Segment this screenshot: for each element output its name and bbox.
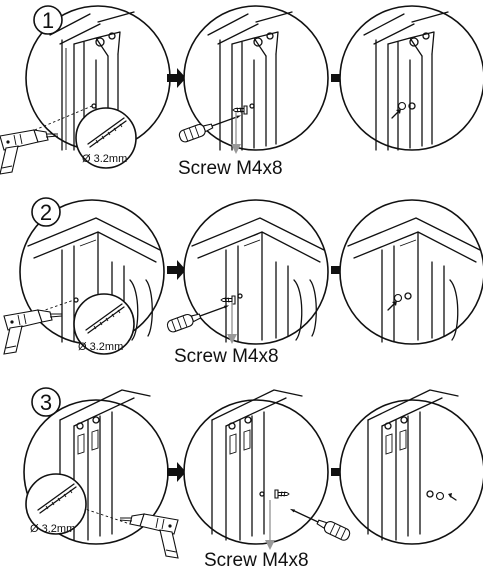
drill-bit-size-label: Ø 3.2mm — [82, 153, 127, 165]
drill-bit-size-label: Ø 3.2mm — [78, 341, 123, 353]
step-number-badge — [33, 5, 63, 35]
drill-bit-bubble: Ø 3.2mm — [75, 107, 137, 169]
step-number-badge — [31, 387, 61, 417]
step-3-panel-fixed — [339, 389, 483, 545]
screw-size-label: Screw M4x8 — [174, 346, 279, 367]
step-3-panel-screw: Screw M4x8 — [183, 389, 353, 571]
step-1: Ø 3.2mm 1 Screw M4x8 — [0, 5, 483, 179]
step-2: Ø 3.2mm 2 Screw M4x8 — [3, 197, 483, 367]
step-3: Ø 3.2mm 3 Screw M4x8 — [23, 387, 483, 571]
step-number: 3 — [40, 390, 52, 415]
step-number: 2 — [40, 200, 52, 225]
step-number-badge — [31, 197, 61, 227]
screw-size-label: Screw M4x8 — [204, 550, 309, 571]
arrow-right-icon — [167, 260, 186, 280]
screw-icon — [393, 293, 403, 303]
step-2-panel-fixed — [339, 199, 483, 345]
power-drill-icon — [0, 129, 59, 175]
step-1-panel-fixed — [339, 5, 483, 151]
step-number: 1 — [42, 8, 54, 33]
arrow-right-icon — [167, 462, 186, 482]
screw-icon — [435, 491, 445, 501]
drill-bit-bubble: Ø 3.2mm — [25, 473, 87, 535]
step-1-panel-drill: Ø 3.2mm 1 — [0, 5, 171, 175]
screw-icon — [397, 101, 407, 111]
step-2-panel-drill: Ø 3.2mm 2 — [3, 197, 165, 355]
screw-size-label: Screw M4x8 — [178, 158, 283, 179]
step-3-panel-drill: Ø 3.2mm 3 — [23, 387, 179, 559]
drill-bit-size-label: Ø 3.2mm — [30, 523, 75, 535]
drill-bit-bubble: Ø 3.2mm — [73, 293, 135, 355]
step-1-panel-screw: Screw M4x8 — [177, 5, 329, 179]
step-2-panel-screw: Screw M4x8 — [165, 199, 329, 367]
